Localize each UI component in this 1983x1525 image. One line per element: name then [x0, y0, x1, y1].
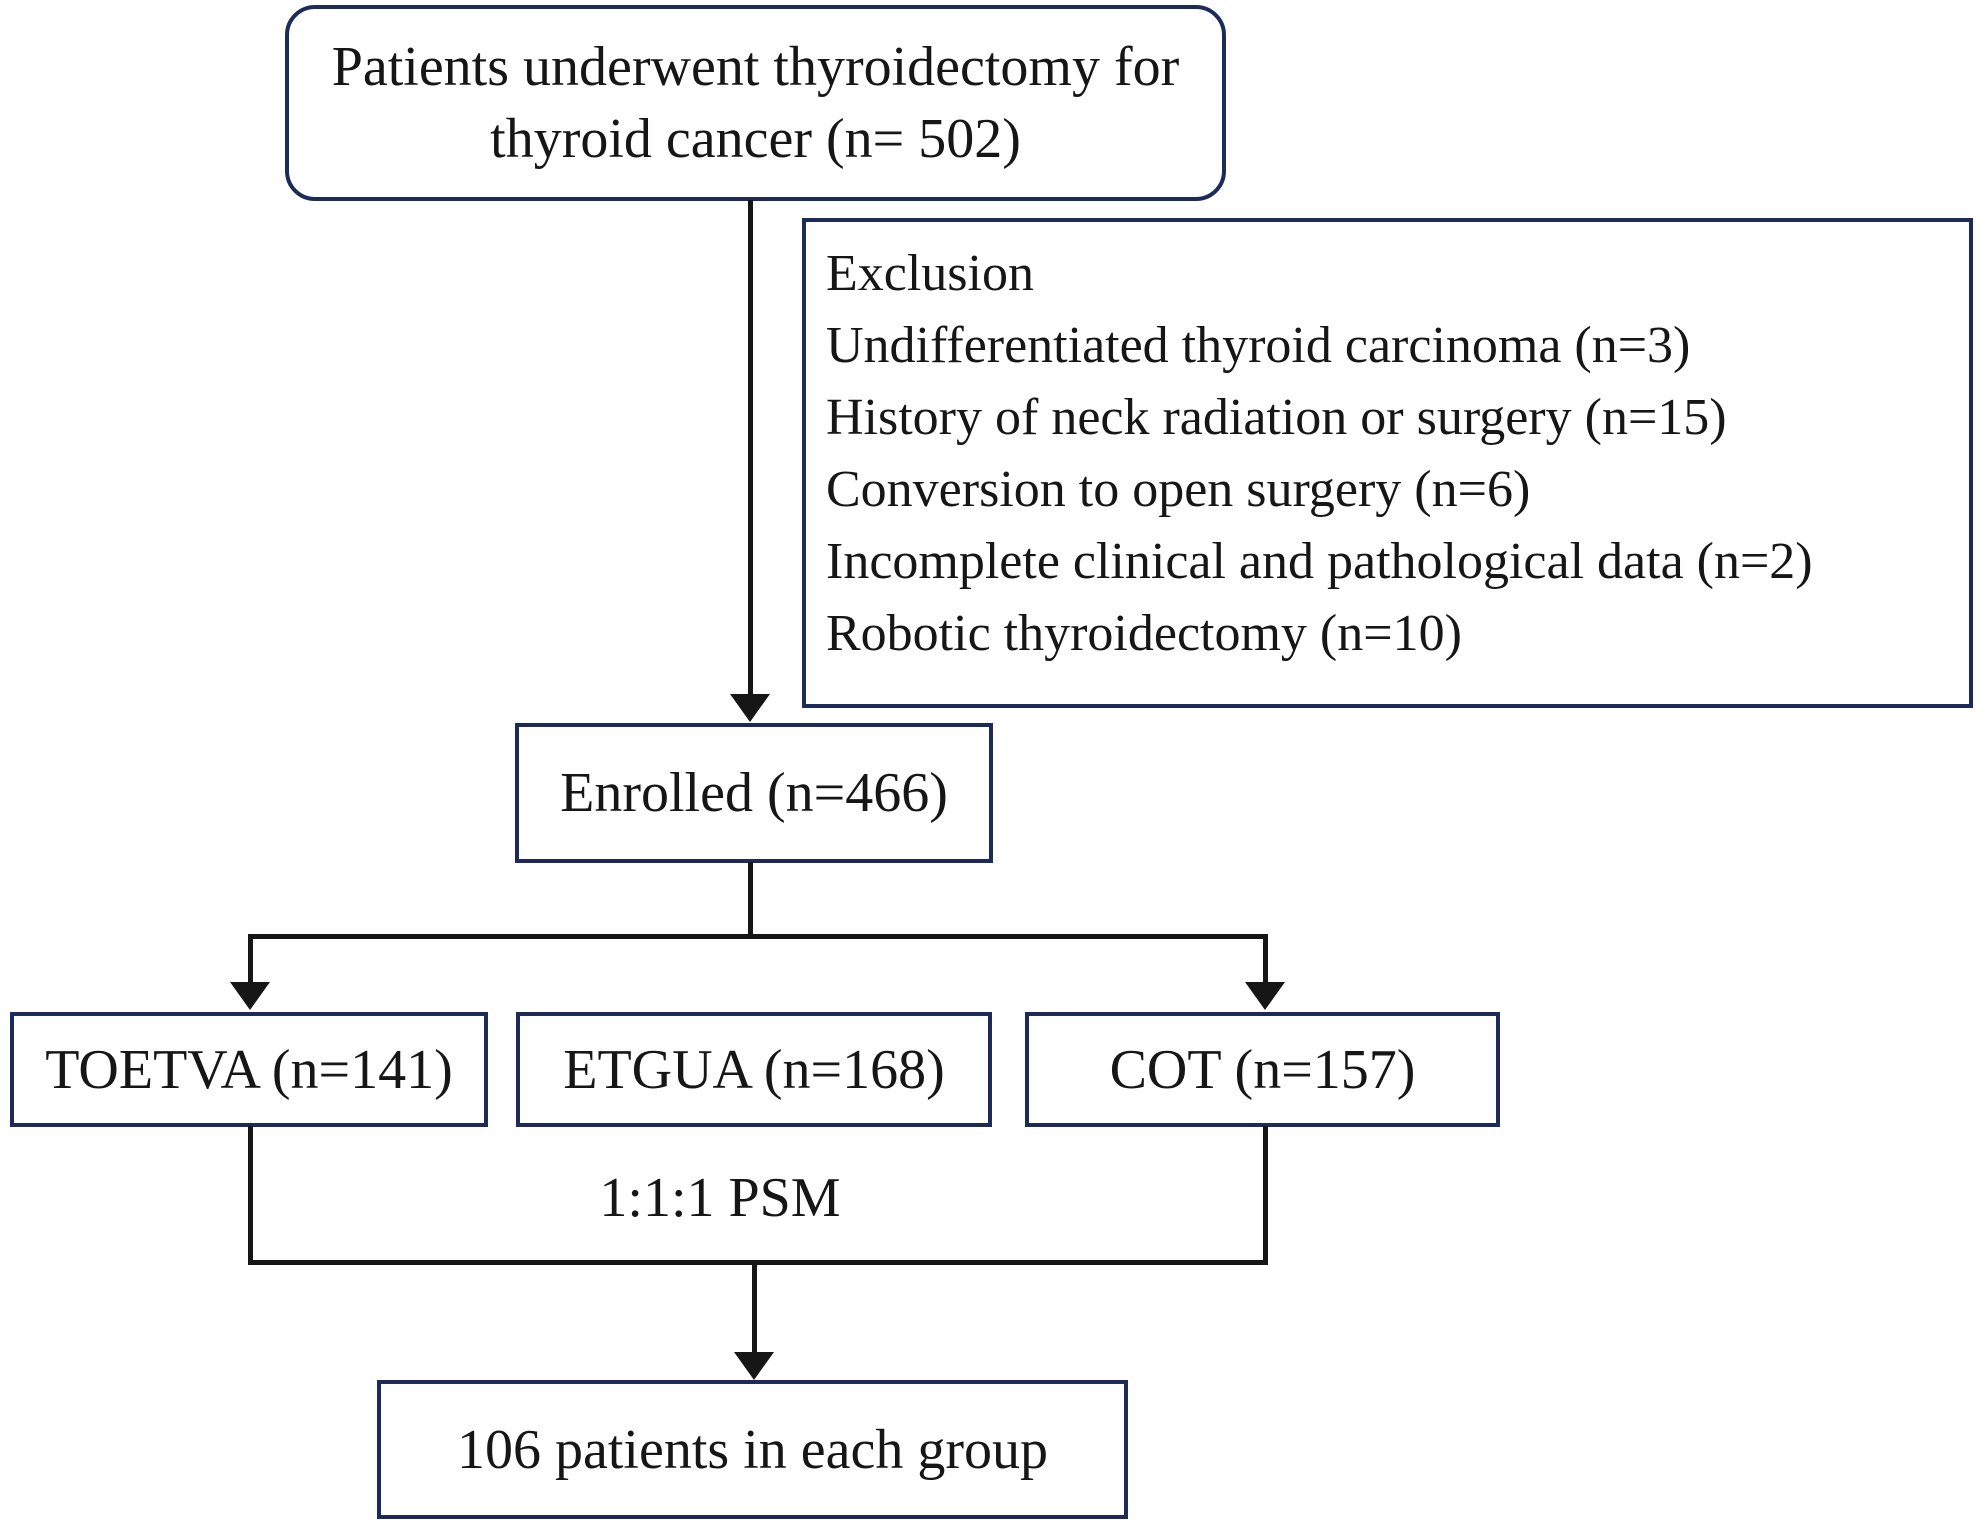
result-label: 106 patients in each group	[457, 1418, 1048, 1481]
exclusion-box: Exclusion Undifferentiated thyroid carci…	[802, 218, 1973, 708]
enrolled-box: Enrolled (n=466)	[515, 723, 993, 863]
toetva-label: TOETVA (n=141)	[45, 1038, 453, 1101]
connector-psm-to-result	[752, 1263, 757, 1352]
arrowhead-toetva-icon	[230, 982, 270, 1010]
cot-group-box: COT (n=157)	[1025, 1012, 1500, 1127]
arrowhead-enrolled-icon	[730, 694, 770, 722]
cot-label: COT (n=157)	[1109, 1038, 1416, 1101]
top-box-line-2: thyroid cancer (n= 502)	[490, 108, 1021, 170]
psm-label: 1:1:1 PSM	[599, 1167, 841, 1229]
arrowhead-cot-icon	[1245, 982, 1285, 1010]
connector-branch-to-cot	[1263, 934, 1268, 982]
exclusion-item-incomplete-data: Incomplete clinical and pathological dat…	[826, 533, 1813, 590]
exclusion-title: Exclusion	[826, 245, 1034, 302]
exclusion-item-neck-radiation: History of neck radiation or surgery (n=…	[826, 389, 1727, 446]
psm-rail	[248, 1260, 1268, 1265]
etgua-label: ETGUA (n=168)	[563, 1038, 945, 1101]
exclusion-item-conversion: Conversion to open surgery (n=6)	[826, 461, 1531, 518]
connector-enrolled-to-branch	[748, 862, 753, 938]
arrowhead-result-icon	[734, 1352, 774, 1380]
result-box: 106 patients in each group	[377, 1380, 1128, 1519]
branch-rail	[248, 934, 1268, 939]
enrolled-label: Enrolled (n=466)	[560, 762, 948, 824]
exclusion-item-robotic: Robotic thyroidectomy (n=10)	[826, 605, 1462, 662]
exclusion-item-undifferentiated: Undifferentiated thyroid carcinoma (n=3)	[826, 317, 1691, 374]
connector-top-to-enrolled	[748, 200, 753, 694]
connector-cot-to-psm	[1263, 1126, 1268, 1265]
connector-toetva-to-psm	[248, 1126, 253, 1265]
toetva-group-box: TOETVA (n=141)	[10, 1012, 488, 1127]
etgua-group-box: ETGUA (n=168)	[516, 1012, 992, 1127]
top-box-line-1: Patients underwent thyroidectomy for	[331, 36, 1180, 98]
top-box-patients: Patients underwent thyroidectomy for thy…	[285, 5, 1226, 201]
connector-branch-to-toetva	[248, 934, 253, 982]
